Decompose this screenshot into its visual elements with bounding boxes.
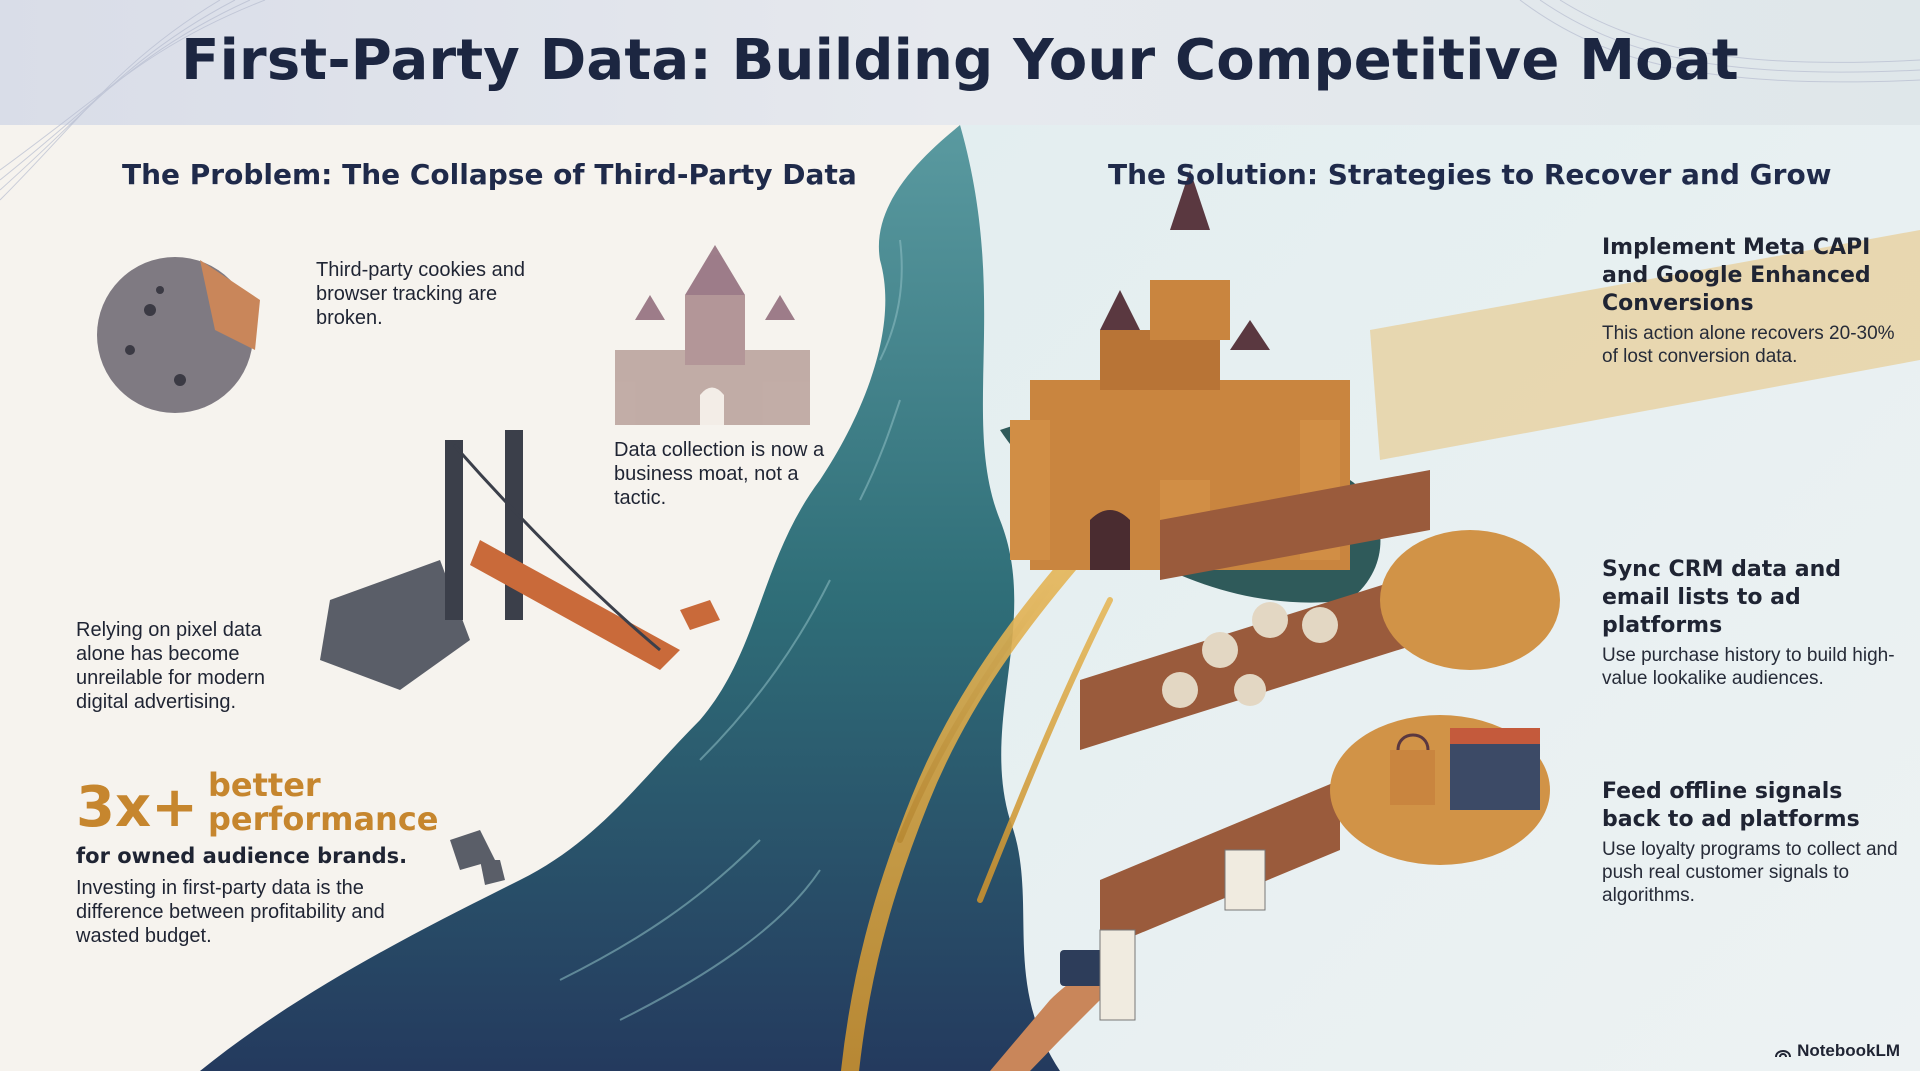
- broken-cookie-icon: [97, 257, 260, 413]
- stat-description: Investing in first-party data is the dif…: [76, 877, 385, 947]
- strategy-title: Implement Meta CAPI and Google Enhanced …: [1602, 235, 1871, 316]
- audience-bridge-icon: [1080, 470, 1560, 950]
- storefront-icon: [1450, 728, 1540, 810]
- shopping-bag-icon: [1390, 733, 1435, 805]
- page-title: First-Party Data: Building Your Competit…: [181, 28, 1739, 93]
- strategy-item: Sync CRM data and email lists to ad plat…: [1602, 556, 1902, 690]
- receipt-icon: [1224, 849, 1266, 911]
- moat-text: Data collection is now a business moat, …: [614, 439, 825, 509]
- brand-name: NotebookLM: [1797, 1041, 1900, 1060]
- castle-icon: [615, 245, 810, 425]
- strategy-description: Use loyalty programs to collect and push…: [1602, 839, 1898, 906]
- strategy-title: Sync CRM data and email lists to ad plat…: [1602, 557, 1842, 638]
- solution-heading: The Solution: Strategies to Recover and …: [1108, 158, 1832, 191]
- strategy-item: Feed offline signals back to ad platform…: [1602, 778, 1902, 907]
- stat-value: 3x+: [76, 775, 199, 840]
- strategy-item: Implement Meta CAPI and Google Enhanced …: [1602, 234, 1902, 368]
- credit-card-hand-icon: [990, 929, 1136, 1071]
- stat-suffix: better performance: [208, 766, 439, 838]
- brand-badge: NotebookLM: [1775, 1041, 1900, 1061]
- problem-heading: The Problem: The Collapse of Third-Party…: [122, 158, 857, 191]
- cookies-text: Third-party cookies and browser tracking…: [316, 259, 525, 329]
- stat-caption: for owned audience brands.: [76, 844, 408, 868]
- notebooklm-logo-icon: [1775, 1050, 1792, 1058]
- strategy-title: Feed offline signals back to ad platform…: [1602, 779, 1860, 832]
- strategy-description: Use purchase history to build high-value…: [1602, 645, 1895, 689]
- stat-block: 3x+ better performance for owned audienc…: [76, 768, 476, 948]
- broken-bridge-icon: [320, 430, 720, 885]
- strategy-description: This action alone recovers 20-30% of los…: [1602, 323, 1895, 367]
- pixel-data-text: Relying on pixel data alone has become u…: [76, 619, 265, 713]
